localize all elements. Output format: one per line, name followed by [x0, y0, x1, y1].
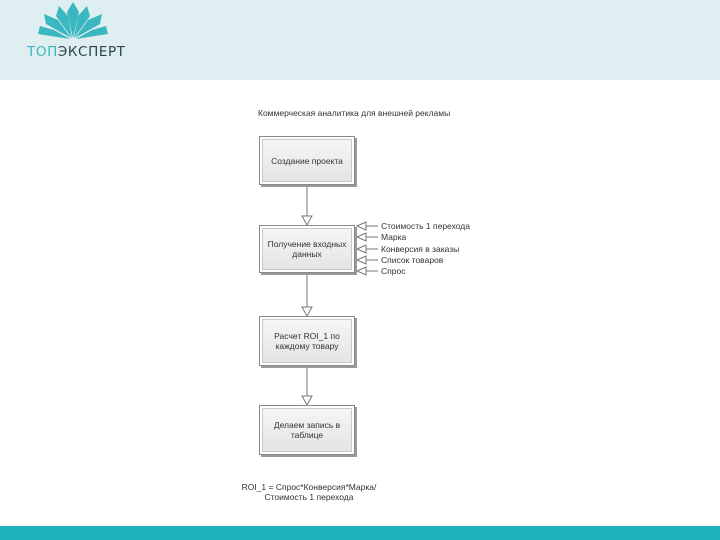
arrowhead-2-3	[301, 306, 313, 318]
arrowhead-3-4	[301, 395, 313, 407]
arrowhead-1-2	[301, 215, 313, 227]
step-get-input-data: Получение входных данных	[259, 225, 355, 273]
input-click-cost: Стоимость 1 перехода	[381, 221, 470, 231]
logo-text: ТОПЭКСПЕРТ	[27, 44, 126, 60]
roi-formula: ROI_1 = Спрос*Конверсия*Марка/ Стоимость…	[228, 482, 390, 502]
formula-line-1: ROI_1 = Спрос*Конверсия*Марка/	[241, 482, 377, 492]
diagram-title: Коммерческая аналитика для внешней рекла…	[258, 108, 451, 118]
step-create-project: Создание проекта	[259, 136, 355, 185]
input-demand: Спрос	[381, 266, 406, 276]
input-product-list: Список товаров	[381, 255, 444, 265]
header: ТОПЭКСПЕРТ	[0, 0, 720, 80]
footer-bar	[0, 526, 720, 540]
input-conversion: Конверсия в заказы	[381, 244, 460, 254]
lotus-flower-icon	[38, 2, 108, 39]
step-calc-roi: Расчет ROI_1 по каждому товару	[259, 316, 355, 366]
formula-line-2: Стоимость 1 перехода	[264, 492, 354, 502]
input-margin: Марка	[381, 232, 407, 242]
step-write-table: Делаем запись в таблице	[259, 405, 355, 455]
input-arrows	[355, 221, 378, 276]
